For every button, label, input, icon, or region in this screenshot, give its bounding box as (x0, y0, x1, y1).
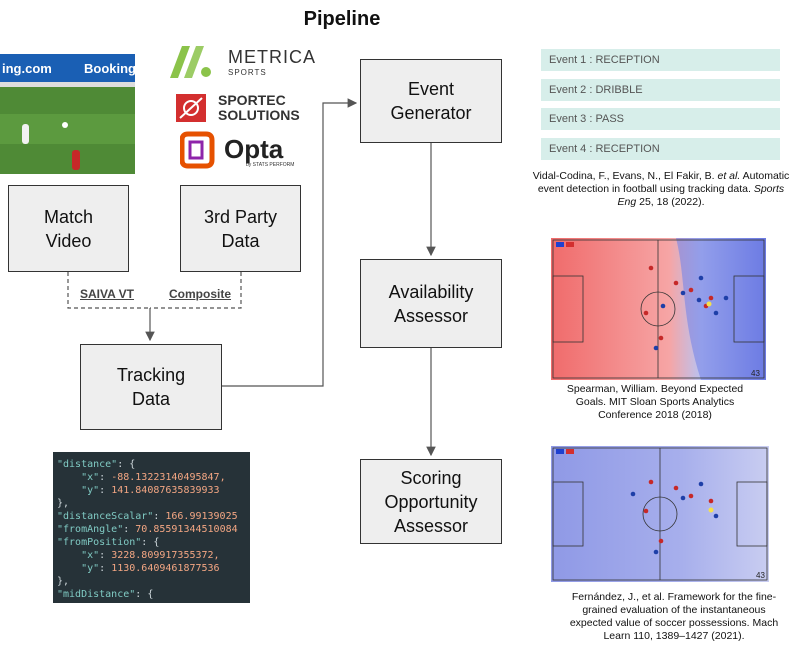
node-match-video: Match Video (8, 185, 129, 272)
code-line: "distance": { (57, 459, 136, 470)
match-video-thumbnail: ing.com Booking (0, 54, 135, 174)
caption-event-detection: Vidal-Codina, F., Evans, N., El Fakir, B… (532, 170, 790, 208)
caption-fernandez: Fernández, J., et al. Framework for the … (569, 591, 779, 642)
sportec-icon (176, 94, 206, 122)
node-tracking-data: Tracking Data (80, 344, 222, 430)
node-event-generator: Event Generator (360, 59, 502, 143)
caption-spearman: Spearman, William. Beyond Expected Goals… (566, 383, 744, 421)
pitch-control-map-1: 43 (551, 238, 766, 380)
code-line: "midDistance": { (57, 589, 154, 600)
event-row: Event 3 : PASS (541, 108, 780, 130)
code-line: "y": 141.84087635839933 (81, 485, 220, 496)
event-row: Event 4 : RECEPTION (541, 138, 780, 160)
code-line: "fromPosition": { (57, 537, 160, 548)
code-line: }, (57, 576, 70, 587)
sportec-logo: SPORTEC SOLUTIONS (176, 92, 316, 124)
node-availability-assessor: Availability Assessor (360, 259, 502, 348)
svg-text:43: 43 (751, 369, 760, 378)
event-row: Event 2 : DRIBBLE (541, 79, 780, 101)
edge-thirdparty-tracking (150, 272, 242, 309)
code-line: }, (57, 498, 70, 509)
node-third-party-data: 3rd Party Data (180, 185, 301, 272)
node-scoring-opportunity-assessor: Scoring Opportunity Assessor (360, 459, 502, 544)
svg-text:43: 43 (756, 571, 765, 580)
tracking-json-snippet: "distance": { "x": -88.13223140495847, "… (53, 452, 250, 603)
code-line: "x": 3228.809917355372, (81, 550, 220, 561)
ad-banner-right: Booking (84, 61, 135, 76)
ad-banner-left: ing.com (2, 61, 52, 76)
code-line: "x": -44.06611570247934 (57, 601, 246, 603)
page-title: Pipeline (303, 8, 381, 30)
edge-label-saiva: SAIVA VT (80, 287, 135, 301)
event-row: Event 1 : RECEPTION (541, 49, 780, 71)
metrica-logo: METRICA SPORTS (168, 42, 318, 80)
edge-video-tracking (67, 272, 150, 309)
opta-logo: Opta by STATS PERFORM (180, 130, 310, 172)
edge-tracking-event (222, 98, 358, 387)
code-line: "fromAngle": 70.85591344510084 (57, 524, 238, 535)
edge-label-composite: Composite (169, 287, 232, 301)
metrica-icon (170, 46, 211, 78)
pitch-control-map-2: 43 (551, 446, 769, 582)
code-line: "y": 1130.6409461877536 (81, 563, 220, 574)
code-line: "x": -88.13223140495847, (81, 472, 226, 483)
opta-icon (180, 131, 215, 169)
code-line: "distanceScalar": 166.99139025 (57, 511, 238, 522)
